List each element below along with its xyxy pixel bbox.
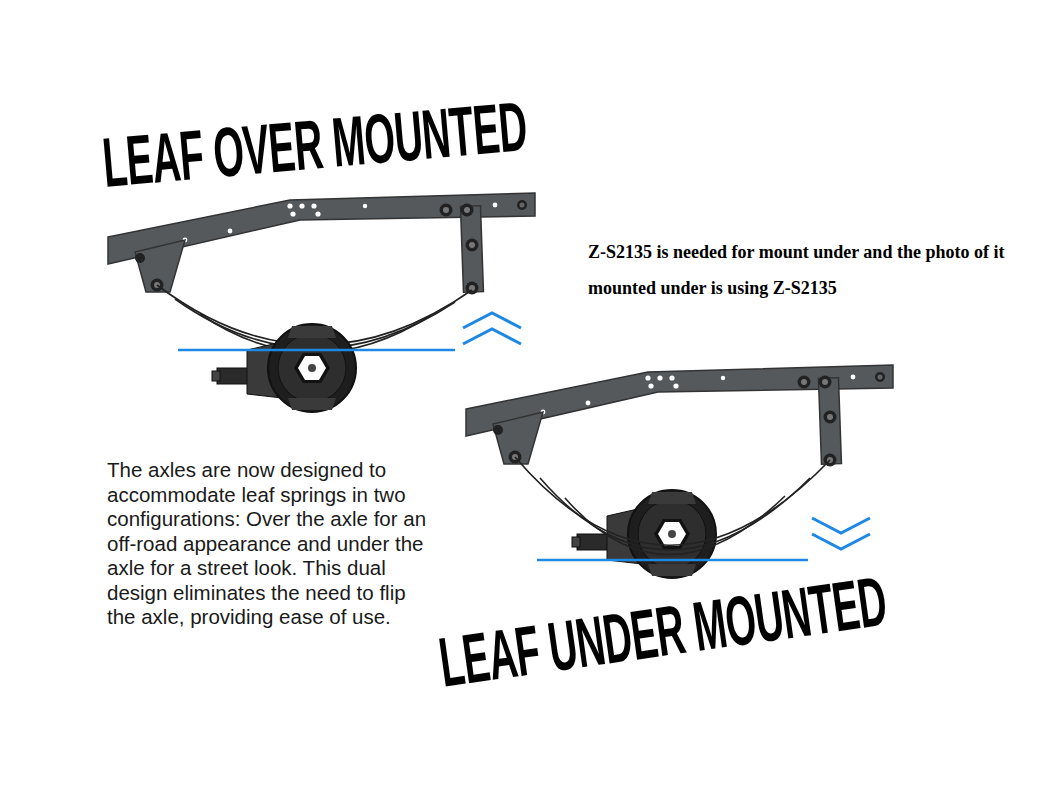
description-text: The axles are now designed to accommodat… <box>107 458 432 630</box>
axle-differential <box>572 490 716 578</box>
axle-differential <box>212 324 356 412</box>
up-chevrons <box>463 313 521 344</box>
section-heading: LEAF UNDER MOUNTED <box>435 566 890 698</box>
frame-rail <box>466 365 893 467</box>
leaf-spring <box>515 457 830 555</box>
reference-line <box>178 349 455 352</box>
reference-line <box>537 559 808 562</box>
section-heading: LEAF OVER MOUNTED <box>100 91 529 198</box>
down-chevrons <box>812 518 870 549</box>
frame-rail <box>108 193 535 295</box>
part-note: Z-S2135 is needed for mount under and th… <box>588 234 1018 306</box>
